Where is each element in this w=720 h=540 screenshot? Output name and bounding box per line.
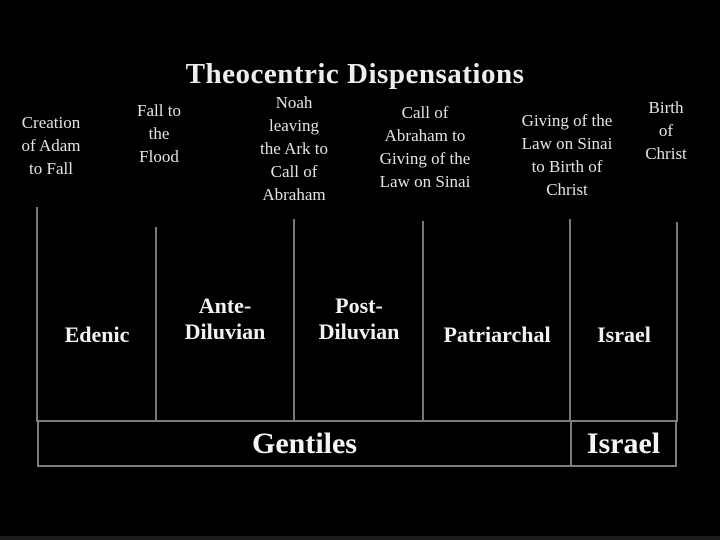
era-label-sinai-to-christ: Giving of the Law on Sinai to Birth of C… — [521, 111, 613, 199]
dispensation-edenic: Edenic — [64, 322, 130, 347]
era-label-abraham-to-sinai: Call of Abraham to Giving of the Law on … — [379, 103, 471, 191]
dispensation-ante-diluvian: Ante- Diluvian — [184, 293, 266, 344]
dispensation-israel: Israel — [597, 322, 651, 347]
dispensation-post-diluvian: Post- Diluvian — [318, 293, 400, 344]
timeline-tick-4 — [422, 221, 424, 422]
covenant-box: Gentiles Israel — [37, 420, 677, 467]
timeline-tick-1 — [36, 207, 38, 422]
israel-cell: Israel — [586, 426, 661, 460]
era-label-fall-to-flood: Fall to the Flood — [137, 101, 181, 166]
footer-bar — [0, 536, 720, 540]
timeline-tick-6 — [676, 222, 678, 422]
dispensation-patriarchal: Patriarchal — [443, 322, 551, 347]
slide-title: Theocentric Dispensations — [185, 58, 525, 90]
timeline-tick-3 — [293, 219, 295, 422]
gentiles-cell: Gentiles — [39, 422, 572, 465]
timeline-tick-5 — [569, 219, 571, 422]
timeline-tick-2 — [155, 227, 157, 422]
era-label-birth-of-christ: Birth of Christ — [645, 98, 687, 163]
era-label-creation-to-fall: Creation of Adam to Fall — [21, 113, 81, 178]
era-label-noah-to-abraham: Noah leaving the Ark to Call of Abraham — [260, 93, 328, 204]
